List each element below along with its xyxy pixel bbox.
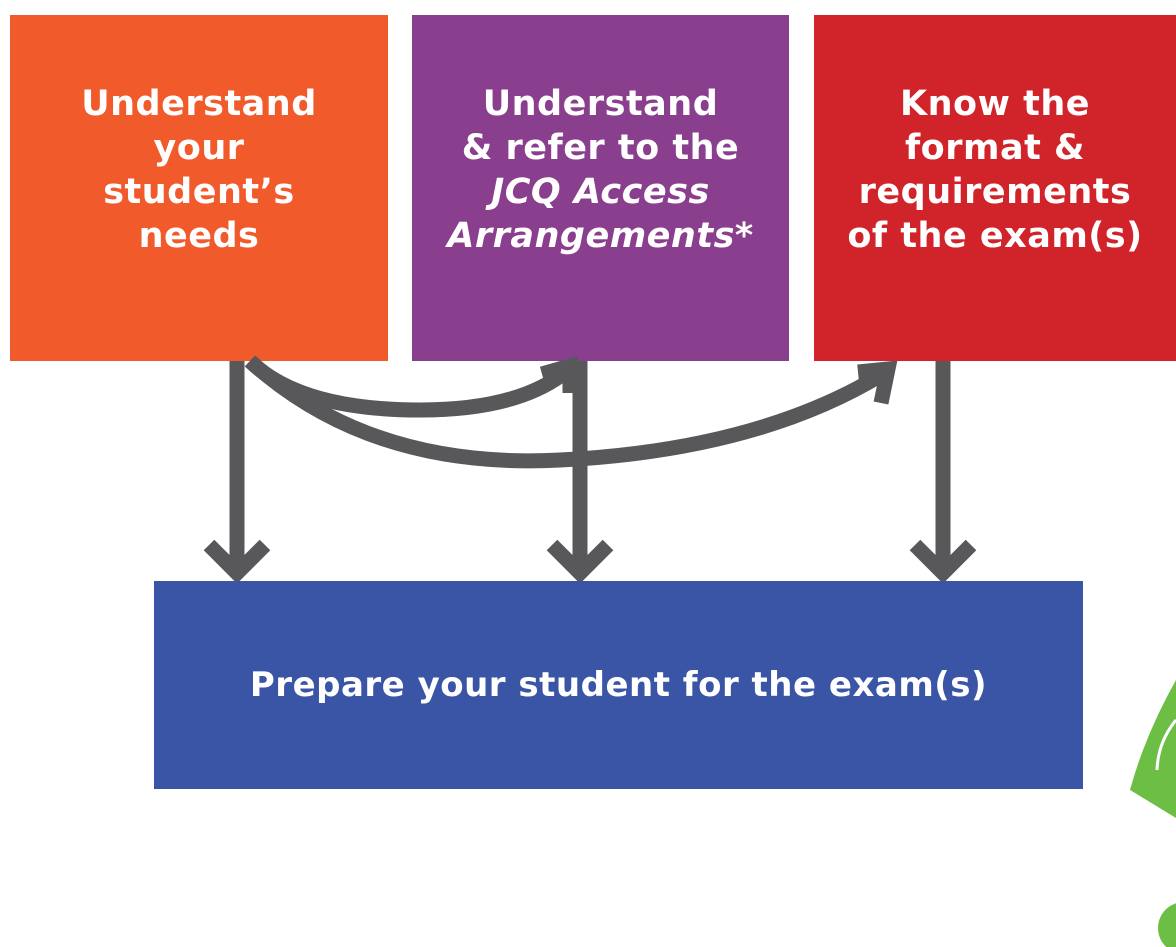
outcome-label: Prepare your student for the exam(s) [249,665,988,705]
step-box-jcq-access-arrangements: Understand & refer to the JCQ Access Arr… [412,15,789,361]
green-decoration [1130,680,1176,947]
arrowhead-curve [539,356,578,393]
step-box-student-needs: Understand your student’s needs [10,15,388,361]
step-text-line: of the exam(s) [847,216,1143,256]
step-text-line: Understand [482,84,719,124]
green-circle [1158,903,1176,947]
outcome-box-prepare: Prepare your student for the exam(s) [154,581,1083,789]
green-shape-highlight [1155,719,1176,771]
green-shape-top [1130,680,1176,818]
step-text-line-italic: JCQ Access [491,172,710,212]
curve-needs-to-format [244,355,890,469]
step-text-line: format & [904,128,1086,168]
arrowhead-down [546,539,614,584]
step-box-exam-format: Know the format & requirements of the ex… [814,15,1176,361]
step-text-line: Understand [81,84,317,124]
arrowhead-down [203,539,271,584]
arrowhead-curve [857,360,898,405]
step-text-line: student’s [103,172,295,212]
step-text-line: Know the [899,84,1090,124]
step-text-line: requirements [858,172,1132,212]
step-text-line: needs [138,216,260,256]
step-text-line-italic: Arrangements* [447,216,754,256]
step-text-line: & refer to the [461,128,740,168]
step-text-line: your [153,128,245,168]
arrowhead-down [909,539,977,584]
